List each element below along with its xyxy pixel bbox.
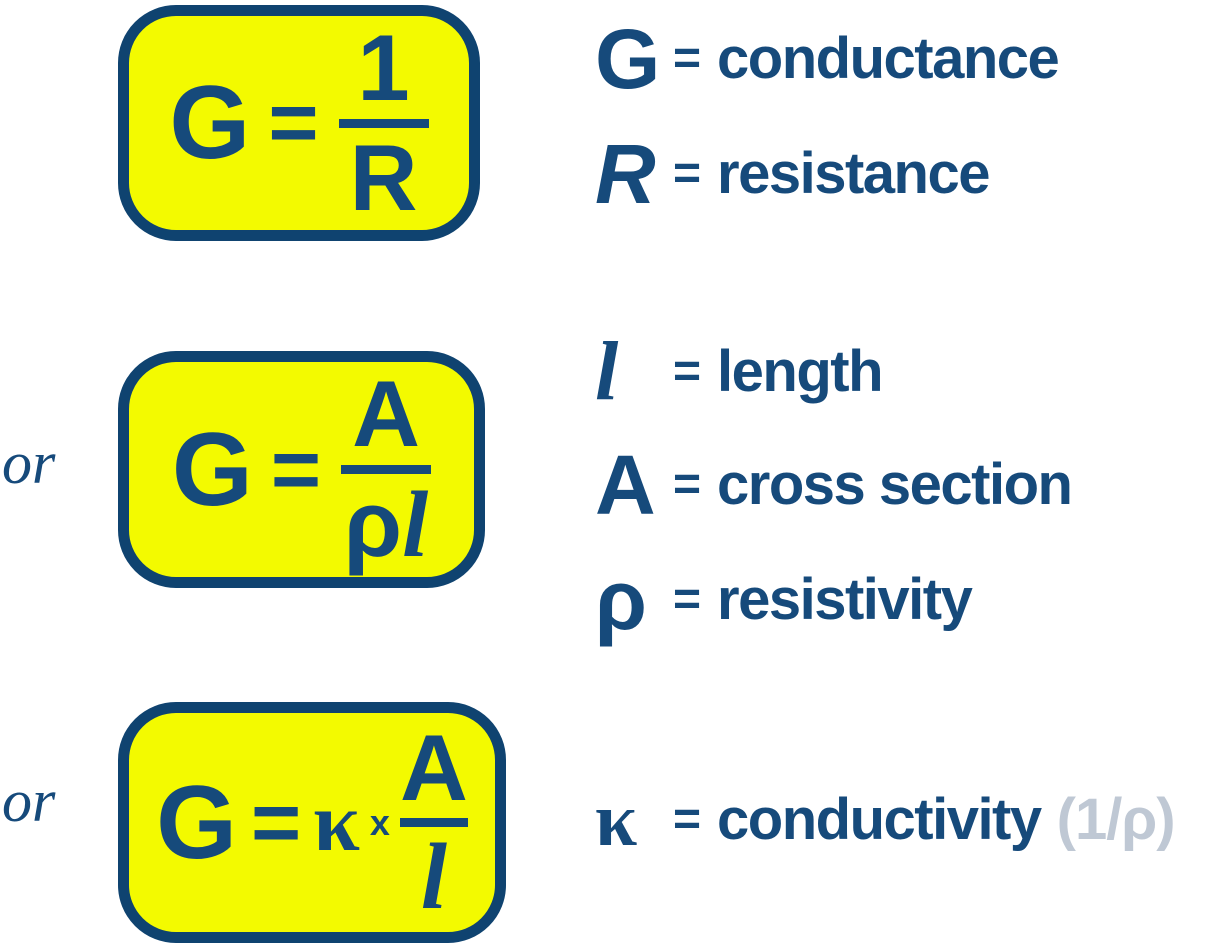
legend-definition-conductance: conductance [717, 26, 1060, 91]
legend-row-resistivity: ρ = resistivity [595, 553, 973, 647]
formula-box-g-equals-1-over-r: G = 1 R [118, 5, 480, 241]
formula-1-equals: = [268, 75, 319, 171]
fraction-bar-2 [341, 464, 432, 474]
formula-box-g-equals-a-over-rho-l: G = A ρl [118, 351, 485, 588]
legend-symbol-a: A [595, 438, 656, 532]
legend-definition-length: length [717, 339, 883, 404]
formula-3-equals: = [251, 774, 302, 871]
legend-row-conductivity: κ = conductivity (1/ρ) [595, 775, 1176, 865]
formula-1: G = 1 R [169, 15, 429, 230]
formula-1-lhs: G [169, 65, 250, 181]
formula-2: G = A ρl [171, 361, 432, 572]
formula-2-denominator: ρl [344, 476, 428, 572]
legend-equals-1: = [673, 32, 702, 85]
formula-2-lhs: G [171, 411, 253, 528]
legend-symbol-r: R [595, 127, 656, 221]
formula-2-denominator-length: l [402, 472, 429, 577]
legend-symbol-l: l [595, 325, 618, 418]
legend-row-resistance: R = resistance [595, 127, 991, 221]
formula-box-g-equals-kappa-times-a-over-l: G = κ x A l [118, 702, 506, 943]
formula-3-fraction: A l [399, 714, 468, 929]
legend-definition-resistivity: resistivity [717, 567, 973, 632]
formula-1-fraction: 1 R [338, 15, 429, 230]
legend-row-conductance: G = conductance [595, 12, 1060, 106]
formula-2-equals: = [270, 421, 322, 518]
legend-symbol-rho: ρ [595, 553, 647, 647]
formula-3-lhs: G [156, 764, 237, 881]
or-connector-1: or [2, 430, 56, 496]
legend-equals-4: = [673, 458, 702, 511]
multiply-sign: x [369, 801, 390, 843]
formula-3-kappa-symbol: κ [313, 775, 360, 869]
formula-3-numerator: A [399, 714, 468, 820]
legend-equals-5: = [673, 573, 702, 626]
legend-note-one-over-rho: (1/ρ) [1056, 787, 1176, 852]
legend-equals-3: = [673, 345, 702, 398]
or-connector-2: or [2, 768, 56, 834]
formula-3-denominator: l [420, 825, 447, 929]
legend-symbol-kappa: κ [595, 778, 637, 862]
formula-2-fraction: A ρl [341, 361, 432, 572]
legend-equals-6: = [673, 793, 702, 846]
legend-definition-conductivity: conductivity [717, 787, 1042, 852]
fraction-bar-3 [399, 818, 468, 827]
formula-2-denominator-rho: ρ [343, 470, 403, 576]
legend-definition-cross-section: cross section [717, 452, 1073, 517]
legend-symbol-g: G [595, 12, 660, 106]
formula-1-denominator: R [349, 124, 418, 230]
legend-definition-resistance: resistance [717, 141, 990, 206]
formula-3: G = κ x A l [156, 714, 468, 929]
fraction-bar-1 [338, 118, 429, 128]
legend-row-cross-section: A = cross section [595, 438, 1073, 532]
legend-row-length: l = length [595, 325, 884, 418]
formula-2-numerator: A [352, 361, 420, 467]
formula-1-numerator: 1 [357, 15, 410, 121]
legend-equals-2: = [673, 147, 702, 200]
